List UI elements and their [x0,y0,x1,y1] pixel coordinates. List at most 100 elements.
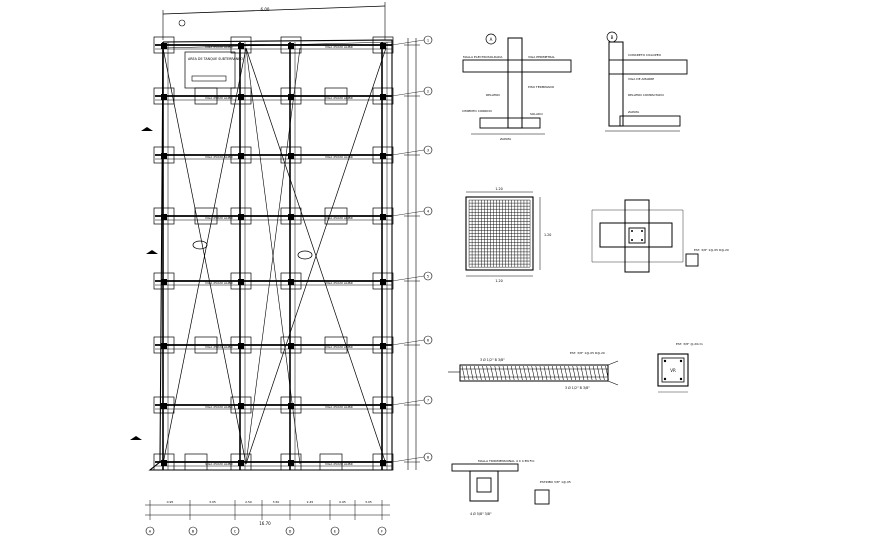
grid-bubble [145,526,155,536]
beam-label: VIGA 25X20 ALIBR [205,405,233,409]
detail-a-label-5: SOLADO [530,112,543,116]
detail-a-label-6: ZAPATA [500,137,512,141]
grid-number: 7 [427,399,429,403]
svg-text:C: C [234,530,237,534]
column [238,460,244,466]
detail-a-label-0: MALLA ELECTROSOLDADA [463,55,503,59]
column [288,460,294,466]
grid-number: 2 [427,90,429,94]
column [238,94,244,100]
footing [280,396,302,414]
column [380,460,386,466]
section-arrow-left-mid [146,250,158,254]
footing-dim-bottom: 1.20 [495,279,502,283]
slab-pedestal-detail: MALLA TRIDIMENSIONAL 4 X 4 EN FCI 4 Ø 5/… [451,459,571,516]
footing [230,396,252,414]
detail-a-label-3: PISO TERMINADO [528,85,555,89]
right-dimension-chain [404,38,420,470]
footing [280,453,302,471]
footing [372,272,394,290]
column [288,214,294,220]
footing [324,336,348,354]
grid-bubble [188,526,198,536]
overall-dimension: 6.00 [261,7,270,12]
column [238,403,244,409]
slab-label: MALLA TRIDIMENSIONAL 4 X 4 EN FCI [478,459,535,463]
footing [230,146,252,164]
column [288,43,294,49]
column [288,94,294,100]
footing [324,207,348,225]
footing [230,272,252,290]
section-arrow-left-bottom [130,436,142,440]
column [380,279,386,285]
beam-label: VIGA 25X20 ALIBR [205,216,233,220]
beam-label: VIGA 25X20 ALIBR [205,462,233,466]
grid-number: 3 [427,149,429,153]
svg-text:3.05: 3.05 [365,500,372,504]
footing [184,453,208,471]
footing [280,336,302,354]
detail-b-label-0: CONCRETO CICLOPEO [628,53,662,57]
svg-text:0.95: 0.95 [339,500,346,504]
beam-label: VIGA 25X20 ALIBR [205,45,233,49]
grid-number: 1 [427,39,429,43]
svg-text:E: E [334,530,336,534]
footing-dim-side: 1.20 [544,233,551,237]
detail-wall-a: A MALLA ELECTROSOLDADA VIGA PERIMETRAL R… [462,33,572,141]
column-cross-detail: EST. 3/8" 1@.05 R@.20 [591,199,729,273]
column-stirrup-label: EST. 3/8" 1@.05 R@.20 [694,248,729,252]
detail-b-label-3: ZAPATA [628,110,640,114]
estribo-label: ESTRIBO 3/8" 1@.05 [540,480,571,484]
footing [153,207,175,225]
grid-number: 4 [427,210,430,214]
footing [194,336,218,354]
footing [280,87,302,105]
svg-text:2.45: 2.45 [307,500,314,504]
grid-number: 6 [427,339,429,343]
bottom-total: 16.70 [259,521,271,526]
detail-b-label-1: RELLENO COMPACTADO [628,93,664,97]
svg-text:B: B [192,530,195,534]
column [161,153,167,159]
footing-dim-top: 1.20 [495,187,502,191]
svg-text:F: F [381,530,383,534]
beam-label: VIGA 25X20 ALIBR [325,96,353,100]
svg-text:D: D [289,530,292,534]
tank-area-label: AREA DE TANQUE SUBTERRANEO [188,57,243,61]
footing [153,396,175,414]
grid-bubble [285,526,295,536]
detail-b-tag: B [611,35,614,40]
column [288,153,294,159]
grid-bubble [230,526,240,536]
column [238,153,244,159]
column [380,214,386,220]
section-arrow-left-top [141,127,153,131]
footing [324,87,348,105]
column [161,460,167,466]
footing-mesh-detail: 1.20 1.20 1.20 [465,187,551,283]
column [161,94,167,100]
marker-left [192,240,208,250]
detail-a-label-2: RELLENO [486,93,500,97]
footing [280,207,302,225]
svg-text:0.95: 0.95 [167,500,174,504]
column [288,279,294,285]
footing [280,272,302,290]
column [161,214,167,220]
beam-label: VIGA 25X20 ALIBR [325,216,353,220]
footing [230,36,252,54]
beam-label: VIGA 25X20 ALIBR [325,462,353,466]
column [161,403,167,409]
section-vr-tag: VR [670,368,676,373]
svg-text:3.50: 3.50 [273,500,280,504]
beam-detail: 3 Ø 1/2" B 3/8" EST. 3/8" 1@.05 R@.20 3 … [448,351,619,390]
beam-label: VIGA 25X20 ALIBR [325,345,353,349]
grid-bubble [330,526,340,536]
column [161,43,167,49]
slab-bottom-label: 4 Ø 5/8" 3/8" [470,511,492,516]
column [161,279,167,285]
footing [153,146,175,164]
